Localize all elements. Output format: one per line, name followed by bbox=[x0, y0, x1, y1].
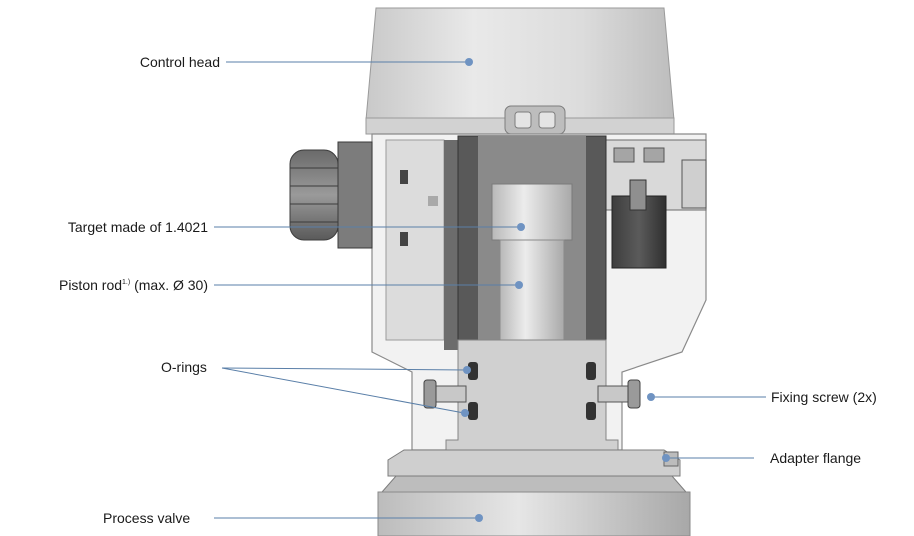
dot-o-ring-upper bbox=[463, 366, 471, 374]
label-o-rings: O-rings bbox=[161, 359, 207, 375]
fixing-screw-left bbox=[423, 379, 467, 409]
label-process-valve: Process valve bbox=[103, 510, 190, 526]
device-illustration bbox=[289, 7, 707, 536]
electronics-board-left bbox=[385, 139, 445, 341]
process-valve-shape bbox=[377, 491, 691, 536]
connector-block-right bbox=[605, 139, 707, 269]
leader-o-ring-upper bbox=[221, 367, 467, 371]
fixing-screw-right bbox=[597, 379, 641, 409]
dot-process-valve bbox=[475, 514, 483, 522]
label-target: Target made of 1.4021 bbox=[68, 219, 208, 235]
dot-target bbox=[517, 223, 525, 231]
lower-flange-body bbox=[445, 339, 619, 461]
callout-labels: Control head Target made of 1.4021 Pisto… bbox=[59, 54, 877, 526]
dot-control-head bbox=[465, 58, 473, 66]
label-piston-rod: Piston rod1.) (max. Ø 30) bbox=[59, 277, 208, 293]
dot-adapter-flange bbox=[662, 454, 670, 462]
leader-o-ring-lower bbox=[221, 367, 465, 414]
control-head-shape bbox=[365, 7, 675, 121]
dot-piston-rod bbox=[515, 281, 523, 289]
label-control-head: Control head bbox=[140, 54, 220, 70]
label-piston-rod-footnote: 1.) bbox=[122, 279, 130, 286]
label-piston-rod-main: Piston rod bbox=[59, 277, 122, 293]
top-connector bbox=[504, 105, 566, 135]
dot-o-ring-lower bbox=[461, 409, 469, 417]
callout-leaders bbox=[214, 58, 766, 522]
dot-fixing-screw bbox=[647, 393, 655, 401]
cable-gland bbox=[289, 141, 373, 249]
label-piston-rod-rest: (max. Ø 30) bbox=[130, 277, 208, 293]
label-fixing-screw: Fixing screw (2x) bbox=[771, 389, 877, 405]
label-adapter-flange: Adapter flange bbox=[770, 450, 861, 466]
target-block bbox=[491, 183, 573, 241]
adapter-flange-shape bbox=[387, 449, 681, 477]
